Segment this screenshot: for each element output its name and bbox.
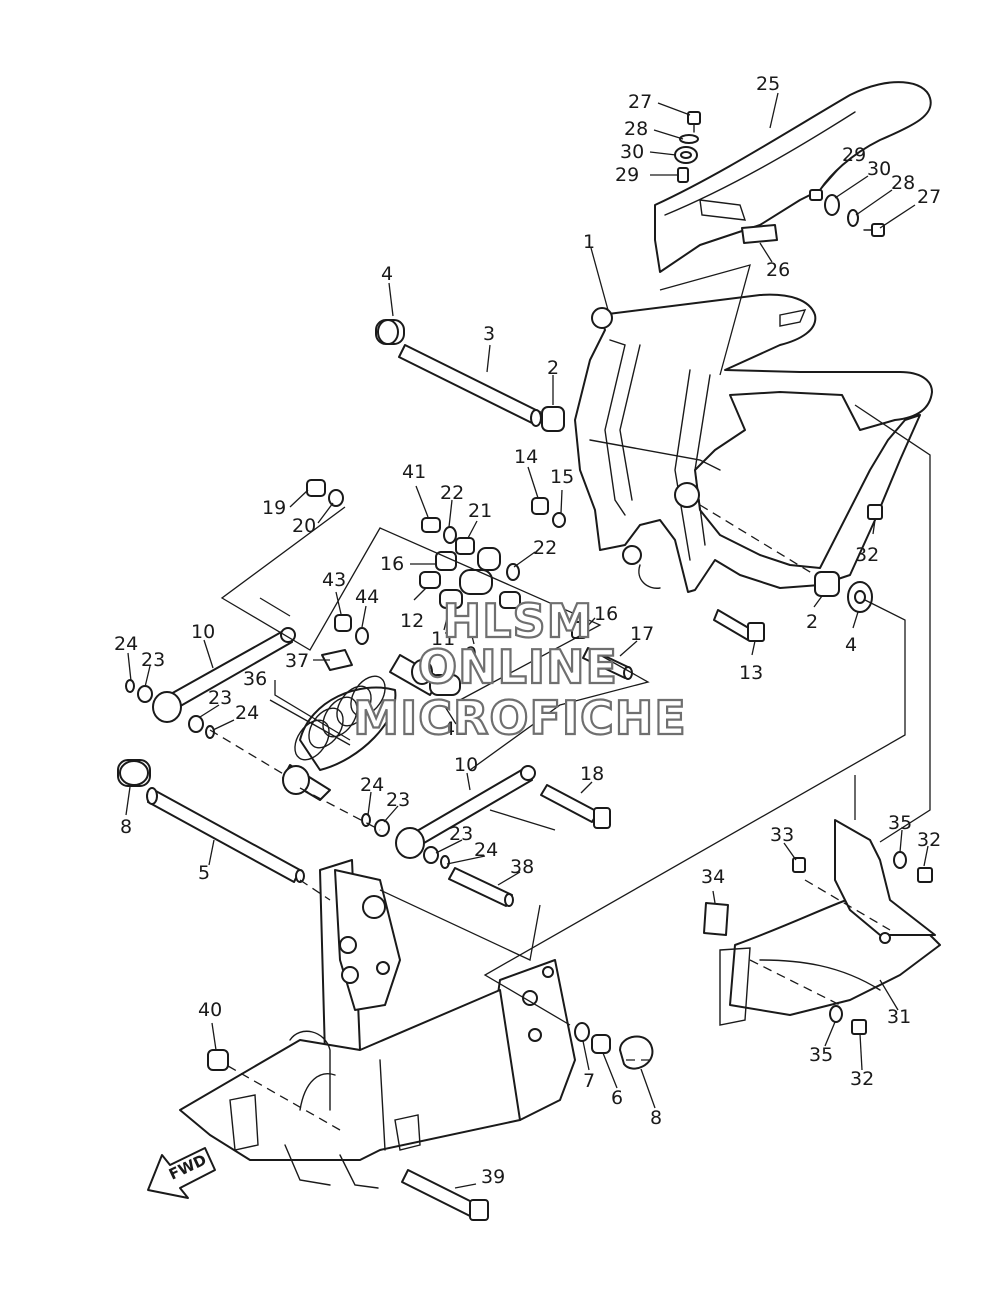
callout-17: 17 [630,623,654,645]
callout-19: 19 [262,497,286,519]
callout-29: 29 [615,164,639,186]
rear-shock-absorber-36 [282,649,461,801]
callout-23: 23 [141,649,165,671]
lower-cover-31 [703,819,941,1035]
callout-32: 32 [850,1068,874,1090]
callout-40: 40 [198,999,222,1021]
callout-30: 30 [620,141,644,163]
callout-2: 2 [547,357,559,379]
callout-10: 10 [454,754,478,776]
callout-38: 38 [510,856,534,878]
assembly-lines [209,264,931,1131]
callout-24: 24 [474,839,498,861]
callout-21: 21 [468,500,492,522]
callout-4: 4 [845,634,857,656]
callout-5: 5 [198,862,210,884]
callout-20: 20 [292,515,316,537]
callout-24: 24 [360,774,384,796]
callout-15: 15 [550,466,574,488]
watermark: HLSM ONLINE MICROFICHE [352,593,687,746]
callout-35: 35 [809,1044,833,1066]
callout-3: 3 [483,323,495,345]
callout-4: 4 [381,263,393,285]
callout-25: 25 [756,73,780,95]
callout-13: 13 [739,662,763,684]
callout-24: 24 [114,633,138,655]
callout-41: 41 [402,461,426,483]
callout-42: 42 [443,718,467,740]
callout-labels: 27 25 28 30 29 29 30 28 27 26 1 4 3 2 14… [114,73,941,1188]
watermark-line-1: HLSM [443,594,594,648]
connecting-arm-upper-10 [125,627,296,739]
callout-31: 31 [887,1006,911,1028]
connecting-arm-lower-10 [361,765,611,907]
callout-23: 23 [208,687,232,709]
callout-22: 22 [440,482,464,504]
callout-32: 32 [855,544,879,566]
grommet-26 [741,224,778,244]
callout-24: 24 [235,702,259,724]
callout-35: 35 [888,812,912,834]
callout-16: 16 [380,553,404,575]
callout-7: 7 [583,1070,595,1092]
callout-27: 27 [917,186,941,208]
right-pivot-parts [699,504,883,642]
callout-32: 32 [917,829,941,851]
swingarm-shaft-5 [117,759,305,883]
chain-guard-25 [654,81,932,273]
callout-6: 6 [611,1087,623,1109]
callout-12: 12 [400,610,424,632]
watermark-line-2: ONLINE [418,640,618,694]
callout-30: 30 [867,158,891,180]
callout-8: 8 [650,1107,662,1129]
pivot-shaft-3 [375,319,565,432]
callout-8: 8 [120,816,132,838]
callout-22: 22 [533,537,557,559]
callout-28: 28 [624,118,648,140]
watermark-line-3: MICROFICHE [353,691,686,745]
callout-11: 11 [431,628,455,650]
callout-43: 43 [322,569,346,591]
callout-16: 16 [594,603,618,625]
callout-34: 34 [701,866,725,888]
swingarm [179,859,576,1189]
callout-37: 37 [285,650,309,672]
rear-frame-1 [574,293,933,593]
callout-44: 44 [355,586,379,608]
callout-29: 29 [842,144,866,166]
callout-14: 14 [514,446,538,468]
callout-23: 23 [386,789,410,811]
callout-leaders [125,92,929,1189]
callout-10: 10 [191,621,215,643]
callout-36: 36 [243,668,267,690]
chain-guard-fasteners [674,111,885,237]
link-hardware [306,479,633,680]
callout-26: 26 [766,259,790,281]
callout-27: 27 [628,91,652,113]
forward-direction-arrow: FWD [147,1147,216,1199]
callout-18: 18 [580,763,604,785]
callout-9: 9 [465,643,477,665]
callout-33: 33 [770,824,794,846]
callout-1: 1 [583,231,595,253]
callout-28: 28 [891,172,915,194]
callout-2: 2 [806,611,818,633]
callout-23: 23 [449,823,473,845]
callout-39: 39 [481,1166,505,1188]
